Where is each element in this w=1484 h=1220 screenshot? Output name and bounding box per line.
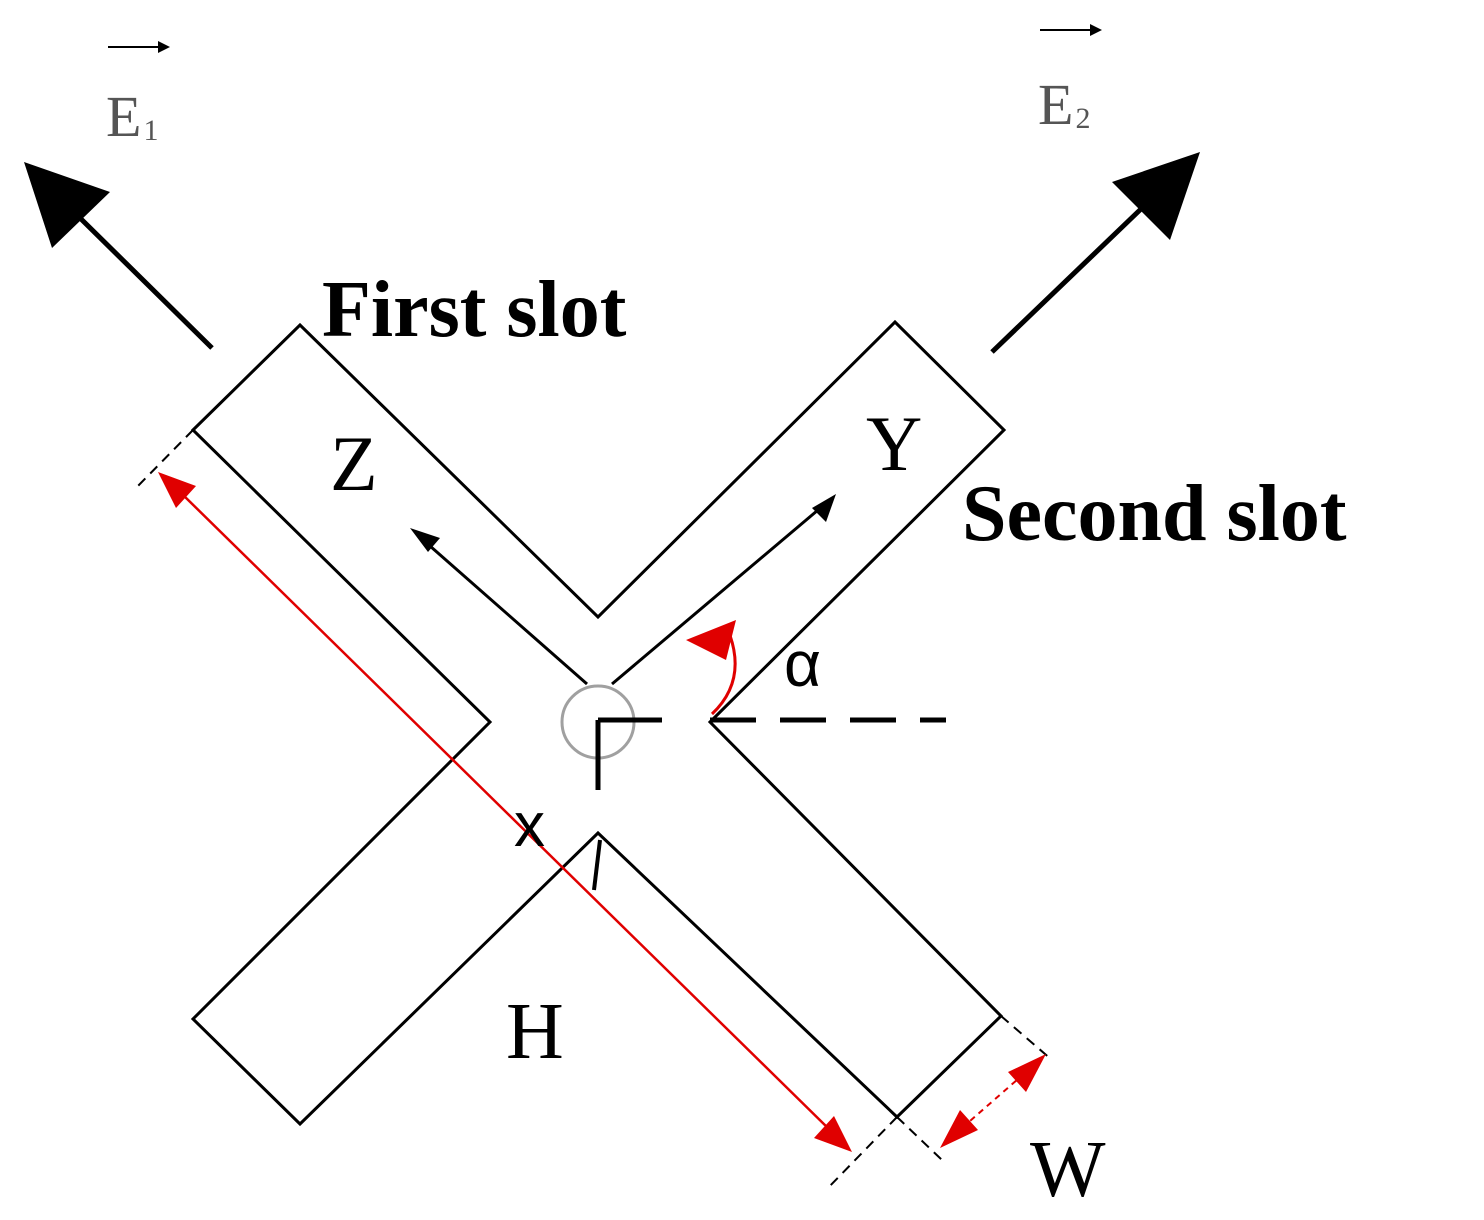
- e1-arrow: [24, 162, 214, 350]
- y-direction-arrow: [611, 494, 836, 686]
- z-axis-label: Z: [330, 420, 378, 507]
- second-slot-label: Second slot: [962, 470, 1347, 558]
- length-h-label: H: [506, 988, 564, 1076]
- length-extension-top: [133, 429, 194, 491]
- angle-alpha-arc: [710, 629, 737, 716]
- e1-label: E1: [106, 84, 158, 149]
- x-axis-label: x: [514, 791, 545, 860]
- length-dimension-line: [158, 472, 852, 1152]
- y-axis-label: Y: [866, 400, 922, 487]
- angle-alpha-label: α: [784, 628, 821, 700]
- width-w-label: W: [1030, 1126, 1106, 1214]
- width-extension-left: [896, 1116, 943, 1161]
- width-dimension-line: [940, 1054, 1046, 1148]
- e1-vector-bar-icon: [108, 41, 170, 53]
- width-extension-right: [1000, 1015, 1053, 1061]
- angle-alpha-arrowhead: [686, 620, 736, 660]
- x-offset-tick: [592, 839, 602, 891]
- e2-vector-bar-icon: [1040, 24, 1102, 36]
- z-direction-arrow: [410, 528, 588, 686]
- first-slot-label: First slot: [322, 266, 627, 354]
- e2-arrow: [990, 152, 1200, 354]
- e2-label: E2: [1038, 72, 1090, 137]
